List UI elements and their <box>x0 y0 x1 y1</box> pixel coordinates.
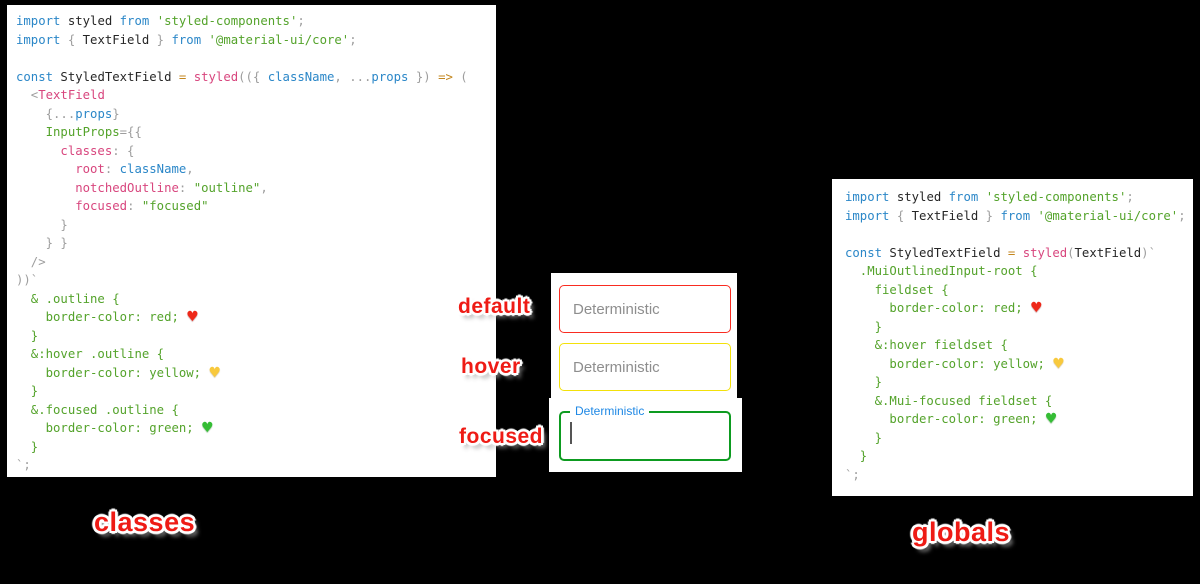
textfield-hover-input[interactable] <box>560 344 730 390</box>
textfield-default-input[interactable] <box>560 286 730 332</box>
label-focused: focused <box>459 425 544 448</box>
textfield-default[interactable] <box>559 285 731 333</box>
textfield-focused[interactable]: Deterministic <box>559 404 731 461</box>
textfield-focused-input[interactable] <box>561 413 729 459</box>
textfield-states-card <box>551 273 737 398</box>
label-hover: hover <box>461 355 521 378</box>
globals-code-panel: import styled from 'styled-components';i… <box>832 179 1193 496</box>
classes-code-listing: import styled from 'styled-components';i… <box>16 14 468 472</box>
text-cursor <box>570 422 572 444</box>
classes-code-panel: import styled from 'styled-components';i… <box>7 5 496 477</box>
label-globals: globals <box>912 517 1011 547</box>
floating-label: Deterministic <box>570 404 650 418</box>
textfield-focused-card: Deterministic <box>549 398 742 472</box>
textfield-hover[interactable] <box>559 343 731 391</box>
globals-code-listing: import styled from 'styled-components';i… <box>845 190 1186 482</box>
label-classes: classes <box>94 507 196 537</box>
label-default: default <box>458 295 531 318</box>
